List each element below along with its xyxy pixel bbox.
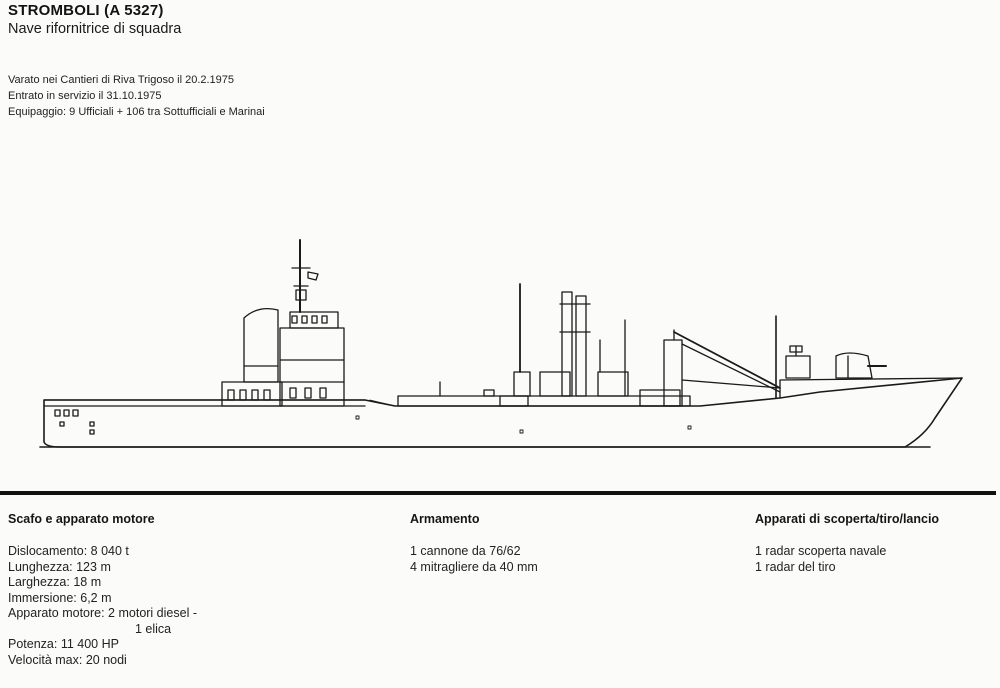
spec-draft: Immersione: 6,2 m [8, 590, 112, 605]
spec-length: Lunghezza: 123 m [8, 559, 111, 574]
sensor-surface-radar: 1 radar scoperta navale [755, 544, 887, 558]
spec-propulsion: Apparato motore: 2 motori diesel - [8, 606, 197, 620]
section-divider [0, 491, 996, 495]
replenishment-crane [663, 329, 781, 407]
spec-power: Potenza: 11 400 HP [8, 637, 119, 651]
hull-specs-heading: Scafo e apparato motore [8, 512, 155, 526]
bridge-windows [289, 315, 328, 399]
spec-displacement: Dislocamento: 8 040 t [8, 544, 129, 558]
forward-mast [775, 315, 811, 399]
forward-gun [835, 352, 887, 379]
aft-windows [227, 389, 271, 401]
armament-machineguns: 4 mitragliere da 40 mm [410, 559, 538, 574]
sensors-heading: Apparati di scoperta/tiro/lancio [755, 512, 940, 526]
cargo-deck-structures [397, 283, 629, 407]
main-mast [291, 239, 319, 313]
armament-heading: Armamento [410, 512, 480, 526]
spec-propeller: 1 elica [135, 621, 172, 636]
ship-title: STROMBOLI (A 5327) [8, 2, 164, 19]
funnel [243, 307, 279, 383]
sensor-fire-control-radar: 1 radar del tiro [755, 559, 836, 574]
ship-info: Varato nei Cantieri di Riva Trigoso il 2… [8, 72, 265, 120]
info-launch: Varato nei Cantieri di Riva Trigoso il 2… [8, 74, 235, 86]
midship-deckhouse [499, 389, 691, 407]
armament-gun: 1 cannone da 76/62 [410, 544, 521, 558]
armament-column: Armamento 1 cannone da 76/62 4 mitraglie… [410, 512, 538, 575]
hull-specs-column: Scafo e apparato motore Dislocamento: 8 … [8, 512, 197, 668]
sensors-list: 1 radar scoperta navale 1 radar del tiro [755, 544, 939, 575]
hull-outline [43, 377, 963, 448]
ship-subtitle: Nave rifornitrice di squadra [8, 21, 182, 37]
hull-specs-list: Dislocamento: 8 040 t Lunghezza: 123 m L… [8, 544, 197, 668]
sensors-column: Apparati di scoperta/tiro/lancio 1 radar… [755, 512, 939, 575]
hull-portholes [355, 415, 692, 434]
spec-beam: Larghezza: 18 m [8, 575, 102, 589]
stern-ports [54, 409, 95, 435]
deck-rail [369, 397, 781, 407]
spec-speed: Velocità max: 20 nodi [8, 652, 127, 667]
armament-list: 1 cannone da 76/62 4 mitragliere da 40 m… [410, 544, 538, 575]
info-commission: Entrato in servizio il 31.10.1975 [8, 90, 162, 102]
ship-profile-svg [39, 239, 963, 448]
ship-profile-drawing [0, 160, 1000, 490]
info-crew: Equipaggio: 9 Ufficiali + 106 tra Sottuf… [8, 106, 265, 118]
